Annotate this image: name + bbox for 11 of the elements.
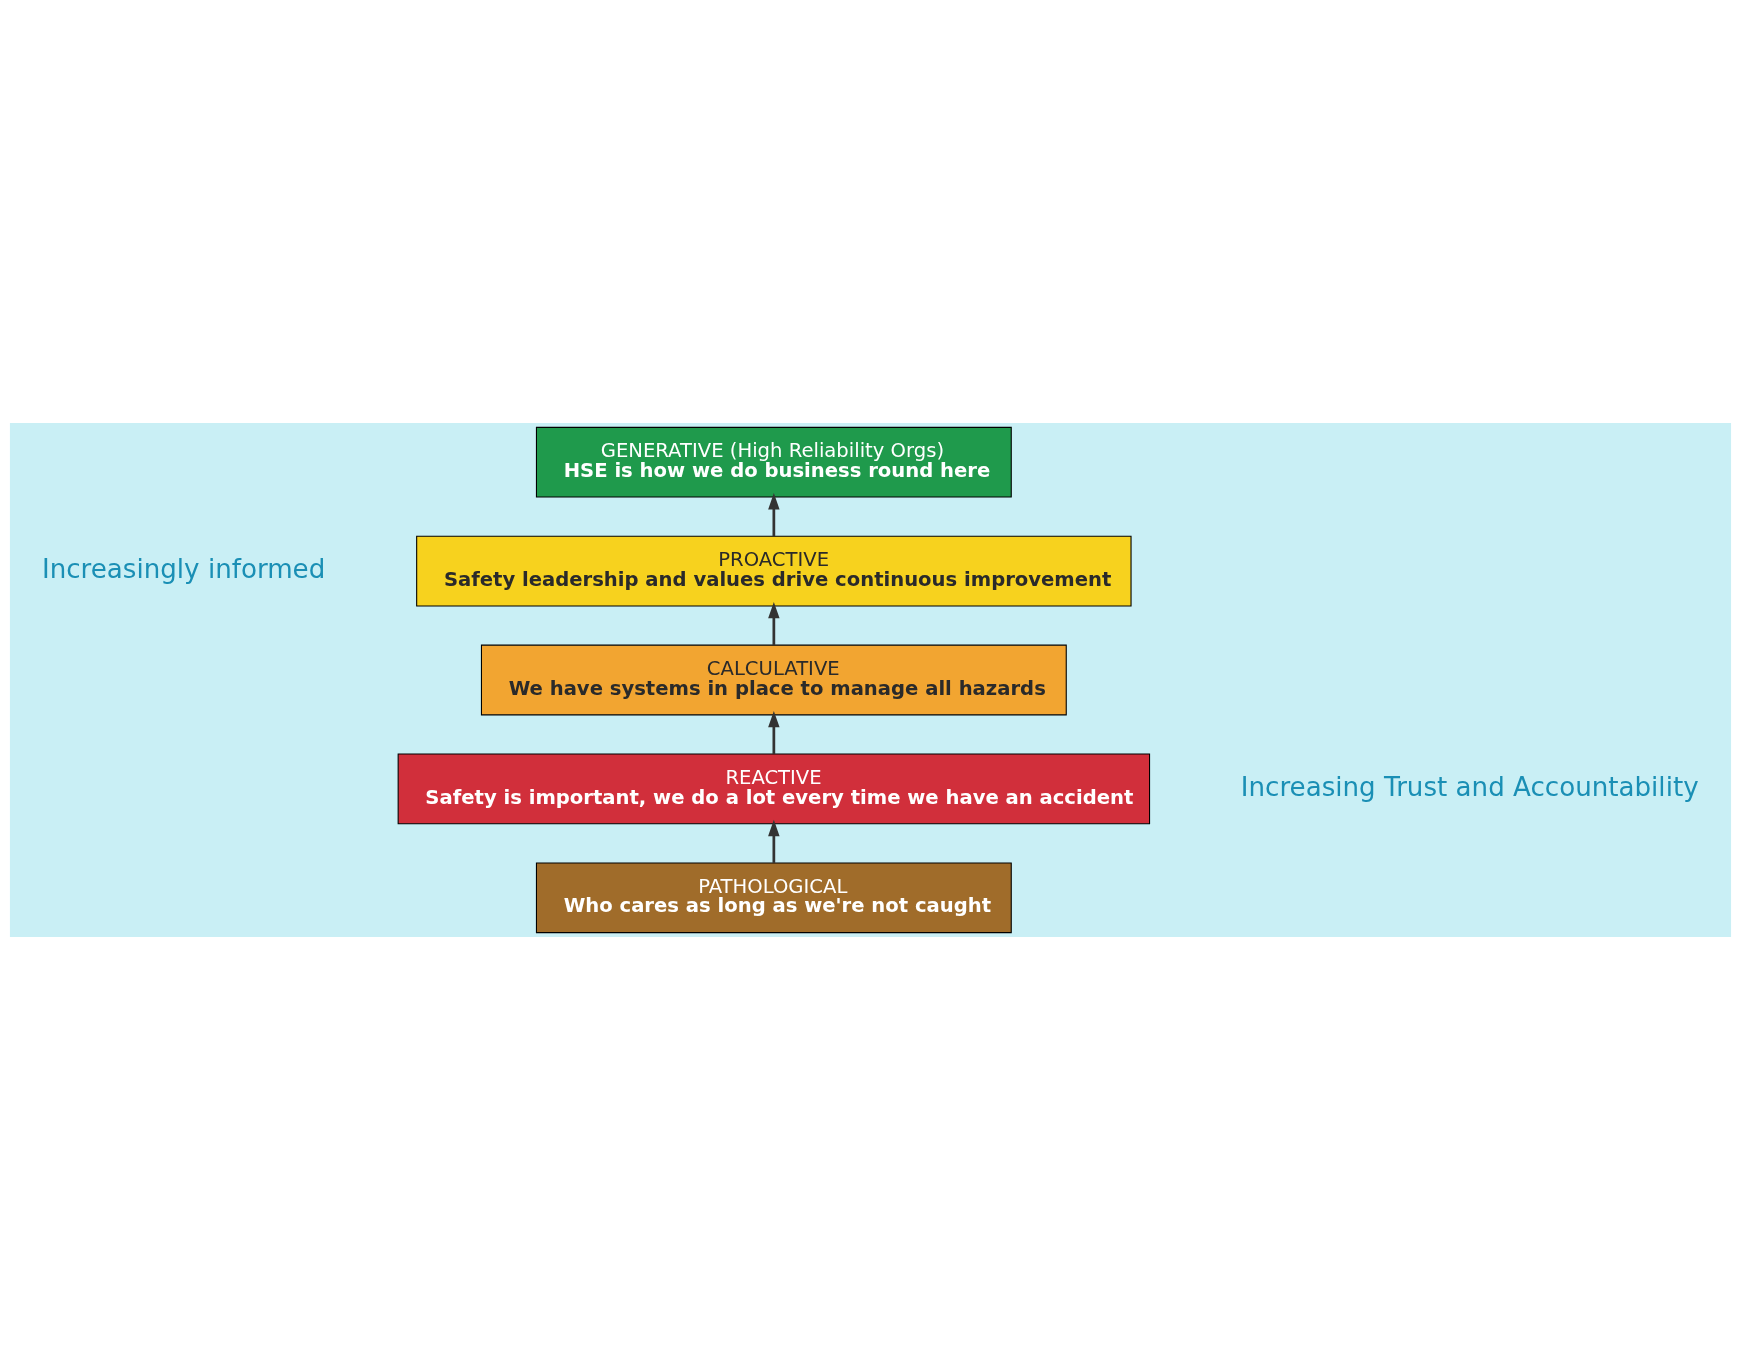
arrow: [767, 602, 780, 646]
label: Increasing Trust and Accountability: [1240, 771, 1699, 802]
node-box: PROACTIVE Safety leadership and values drive continuous improvement: [415, 535, 1132, 607]
node-box: PATHOLOGICAL Who cares as long as we're not caught: [535, 862, 1012, 934]
arrow: [767, 710, 780, 755]
label: Increasingly informed: [41, 553, 325, 584]
node-box: GENERATIVE (High Reliability Orgs) HSE is how we do business round here: [535, 426, 1012, 498]
arrow: [767, 819, 780, 863]
arrow: [767, 493, 780, 537]
node-box: REACTIVE Safety is important, we do a lot every time we have an accident: [397, 753, 1150, 825]
node-box: CALCULATIVE We have systems in place to manage all hazards: [480, 644, 1067, 716]
